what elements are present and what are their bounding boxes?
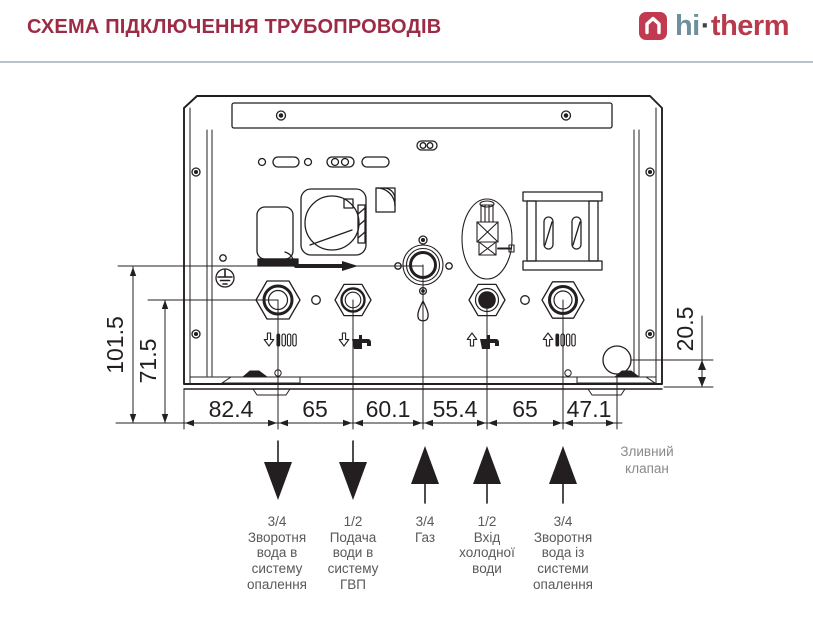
boiler-bottom-view	[115, 95, 714, 504]
panel-plate	[219, 206, 358, 271]
arrow-down-heating-return-out	[264, 440, 292, 500]
header-divider	[0, 61, 813, 63]
connection-arrows	[264, 440, 577, 504]
boiler-casing	[183, 95, 663, 390]
dim-71-5: 71.5	[135, 339, 161, 384]
radiator-in-icon	[542, 332, 576, 347]
radiator-out-icon	[263, 332, 297, 347]
dim-65-b: 65	[512, 396, 538, 422]
pump-assembly	[300, 188, 367, 256]
dim-82-4: 82.4	[209, 396, 254, 422]
arrow-up-gas	[411, 446, 439, 504]
logo-hi: hi	[674, 9, 700, 42]
label-dhw-supply: 1/2 Подача води в систему ГВП	[327, 514, 379, 592]
casing-screws	[191, 167, 655, 339]
arrow-up-cold-water	[473, 446, 501, 504]
arrow-down-dhw-supply	[339, 440, 367, 500]
gas-valve-assembly	[461, 198, 515, 280]
label-drain-valve: Зливний клапан	[620, 444, 674, 476]
label-heating-return-in: 3/4 Зворотня вода із системи опалення	[533, 514, 593, 592]
dim-65-a: 65	[302, 396, 328, 422]
casing-feet	[221, 369, 656, 396]
logo-wordmark: hi·therm	[674, 9, 790, 42]
label-cold-water: 1/2 Вхід холодної води	[459, 514, 515, 576]
faucet-in-icon	[466, 332, 499, 349]
dim-60-1: 60.1	[366, 396, 411, 422]
arrow-up-heating-return-in	[549, 446, 577, 504]
flow-pictograms	[263, 332, 576, 349]
logo-separator: ·	[700, 9, 711, 42]
dim-47-1: 47.1	[567, 396, 612, 422]
dim-101-5: 101.5	[102, 316, 128, 374]
hitherm-house-icon	[638, 12, 667, 40]
dimension-labels: 82.4 65 60.1 55.4 65 47.1 101.5 71.5 20.…	[102, 307, 698, 422]
label-gas: 3/4 Газ	[414, 514, 436, 545]
coil-box	[375, 187, 396, 213]
logo-therm: therm	[710, 9, 790, 42]
dimension-arrowheads	[129, 267, 706, 427]
vent-slots	[257, 140, 438, 168]
control-bracket	[522, 191, 603, 271]
drain-valve	[602, 345, 632, 375]
dim-20-5: 20.5	[672, 307, 698, 352]
dim-55-4: 55.4	[433, 396, 478, 422]
mounting-bracket	[231, 102, 613, 129]
panel-hole	[311, 295, 321, 305]
faucet-out-icon	[338, 332, 371, 349]
ground-symbol-icon	[215, 268, 235, 288]
label-heating-return-out: 3/4 Зворотня вода в систему опалення	[247, 514, 307, 592]
hitherm-logo: hi·therm	[638, 9, 790, 42]
panel-hole	[520, 295, 530, 305]
dimension-lines	[115, 264, 714, 430]
page-title: СХЕМА ПІДКЛЮЧЕННЯ ТРУБОПРОВОДІВ	[27, 16, 442, 38]
